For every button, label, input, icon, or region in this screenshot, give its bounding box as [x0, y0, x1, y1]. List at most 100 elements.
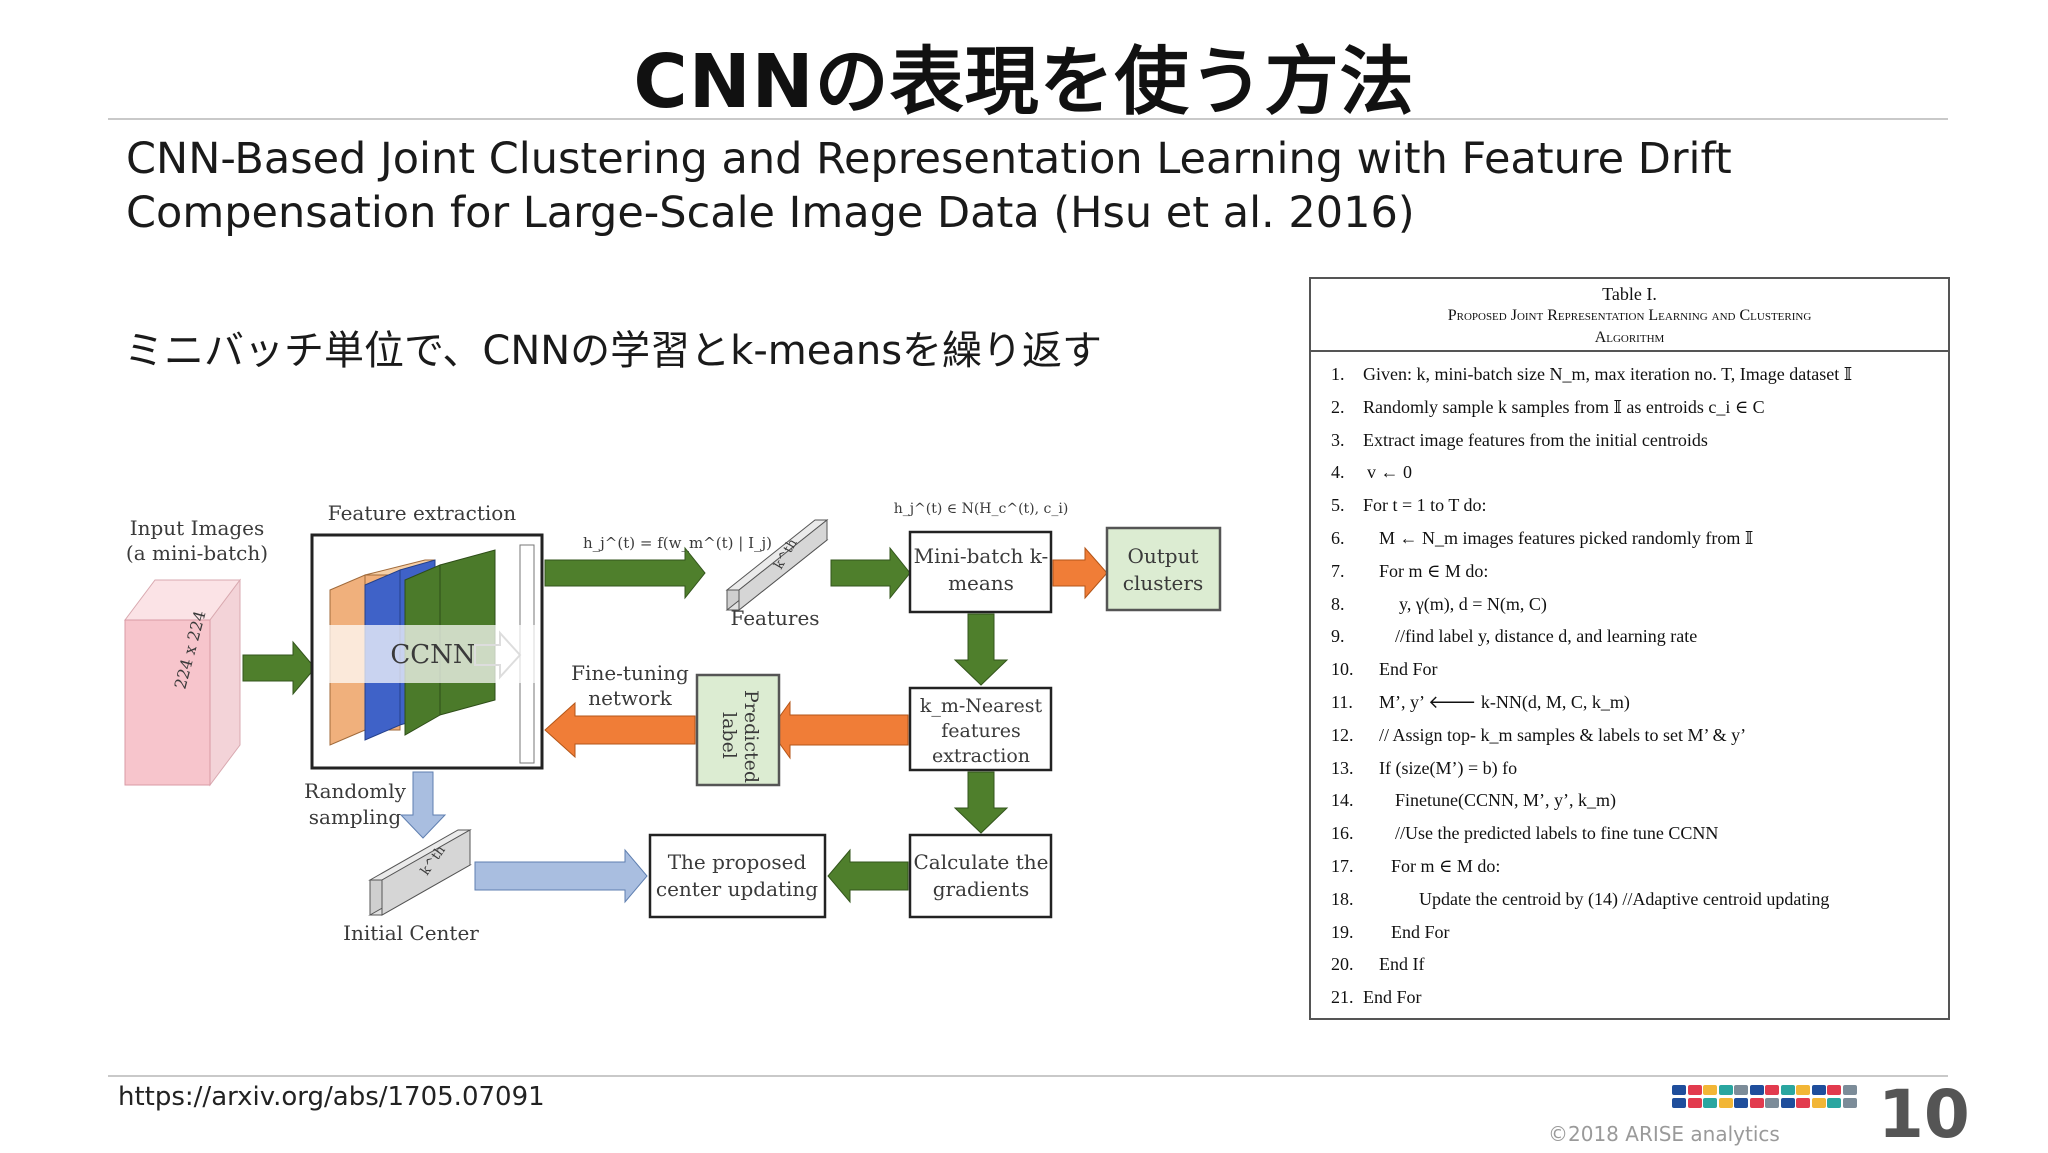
step-number: 14. [1331, 790, 1354, 811]
arrow-gradients-to-proposed [827, 848, 909, 904]
step-text: For t = 1 to T do: [1363, 495, 1487, 516]
logo-tile [1842, 1098, 1857, 1108]
step-number: 1. [1331, 364, 1345, 384]
arrow-ccnn-to-features [544, 546, 706, 600]
title-divider [108, 118, 1948, 120]
logo-tile [1718, 1098, 1733, 1108]
source-url[interactable]: https://arxiv.org/abs/1705.07091 [118, 1082, 545, 1112]
logo-tile [1703, 1085, 1717, 1095]
step-text: M’, y’ 🡐 k-NN(d, M, C, k_m) [1379, 691, 1630, 712]
knn-label-1: k_m-Nearest [920, 695, 1043, 717]
output-clusters-label-1: Output [1127, 544, 1198, 568]
arrow-input-to-ccnn [242, 640, 316, 696]
ccnn-label: CCNN [390, 640, 475, 670]
step-number: 18. [1331, 888, 1354, 909]
logo-tile [1703, 1098, 1717, 1108]
algorithm-step: 11. M’, y’ 🡐 k-NN(d, M, C, k_m) [1311, 686, 1948, 719]
algorithm-step: 14.Finetune(CCNN, M’, y’, k_m) [1311, 784, 1948, 817]
logo-tile [1780, 1085, 1795, 1095]
algorithm-step: 16.//Use the predicted labels to fine tu… [1311, 817, 1948, 850]
step-text: Extract image features from the initial … [1363, 429, 1708, 450]
gradients-box [908, 833, 1053, 919]
step-text: For m ∈ M do: [1379, 560, 1489, 581]
random-sampling-label-2: sampling [309, 805, 402, 829]
logo-tile [1718, 1085, 1733, 1095]
step-number: 11. [1331, 691, 1353, 712]
algorithm-step: 20. End If [1311, 948, 1948, 981]
minibatch-kmeans-box [908, 530, 1053, 614]
step-text: M ← N_m images features picked randomly … [1379, 527, 1754, 548]
random-sampling-label-1: Randomly [304, 779, 407, 803]
pipeline-diagram: Input Images (a mini-batch) 224 x 224 Fe… [124, 501, 1222, 945]
algorithm-step: 4.v ← 0 [1311, 456, 1948, 489]
output-clusters-box [1105, 526, 1222, 612]
step-text: Randomly sample k samples from 𝕀 as entr… [1363, 396, 1765, 417]
algorithm-header: Table I. Proposed Joint Representation L… [1311, 279, 1948, 352]
algorithm-step: 1. Given: k, mini-batch size N_m, max ite… [1311, 358, 1948, 391]
proposed-center-box [648, 833, 827, 919]
step-text: Given: k, mini-batch size N_m, max itera… [1363, 364, 1853, 384]
step-number: 13. [1331, 757, 1354, 778]
minibatch-kmeans-label-2: means [948, 571, 1014, 595]
logo-tile [1687, 1098, 1702, 1108]
logo-tile [1672, 1098, 1686, 1108]
logo-tile [1780, 1098, 1795, 1108]
predicted-label-box [695, 673, 781, 787]
arrow-initial-to-proposed [474, 848, 648, 904]
logo-tile [1749, 1098, 1764, 1108]
algorithm-step: 8.y, γ(m), d = N(m, C) [1311, 588, 1948, 621]
footer-divider [108, 1075, 1948, 1077]
step-number: 19. [1331, 921, 1354, 942]
algorithm-step: 21. End For [1311, 981, 1948, 1014]
arrow-kmeans-to-output [1052, 546, 1108, 600]
logo-tile [1811, 1085, 1826, 1095]
algorithm-title-line2: Algorithm [1594, 329, 1665, 346]
knn-label-2: features [941, 720, 1021, 742]
logo-tile [1827, 1085, 1841, 1095]
step-number: 12. [1331, 724, 1354, 745]
algorithm-step: 5. For t = 1 to T do: [1311, 489, 1948, 522]
step-number: 20. [1331, 954, 1354, 975]
step-number: 16. [1331, 823, 1354, 844]
arrow-features-to-kmeans [830, 546, 911, 600]
step-text: Update the centroid by (14) //Adaptive c… [1419, 888, 1830, 909]
proposed-label-1: The proposed [668, 850, 807, 874]
knn-extraction-box [908, 686, 1053, 772]
algorithm-step: 2.Randomly sample k samples from 𝕀 as en… [1311, 391, 1948, 424]
algorithm-table-number: Table I. [1602, 284, 1657, 304]
step-number: 9. [1331, 626, 1345, 647]
step-number: 17. [1331, 855, 1354, 876]
arrow-kmeans-to-knn [953, 613, 1009, 686]
logo-tile [1687, 1085, 1702, 1095]
step-text: y, γ(m), d = N(m, C) [1399, 593, 1547, 614]
features-label: Features [730, 606, 819, 630]
logo-tile [1796, 1098, 1810, 1108]
step-number: 10. [1331, 659, 1354, 680]
input-image-stack: 224 x 224 [124, 578, 241, 787]
logo-tile [1842, 1085, 1857, 1095]
step-text: End For [1363, 987, 1422, 1008]
algorithm-table: Table I. Proposed Joint Representation L… [1309, 277, 1950, 1020]
algorithm-step: 7.For m ∈ M do: [1311, 555, 1948, 588]
h-formula: h_j^(t) = f(w_m^(t) | I_j) [583, 534, 772, 552]
minibatch-kmeans-label-1: Mini-batch k- [914, 544, 1049, 568]
step-text: End If [1379, 954, 1425, 975]
step-text: v ← 0 [1367, 462, 1412, 483]
algorithm-title: Proposed Joint Representation Learning a… [1447, 307, 1812, 324]
step-text: // Assign top- k_m samples & labels to s… [1379, 724, 1747, 745]
algorithm-step: 9.//find label y, distance d, and learni… [1311, 620, 1948, 653]
algorithm-steps: 1. Given: k, mini-batch size N_m, max ite… [1311, 352, 1948, 1014]
slide-subtitle: ミニバッチ単位で、CNNの学習とk-meansを繰り返す [124, 328, 1103, 374]
step-text: For m ∈ M do: [1391, 855, 1501, 876]
step-number: 5. [1331, 495, 1345, 516]
feature-extraction-label: Feature extraction [328, 501, 517, 525]
arrow-sampling-down [399, 771, 447, 839]
arrow-knn-to-gradients [953, 771, 1009, 834]
slide-title: CNNの表現を使う方法 [633, 39, 1415, 125]
initial-center-label: Initial Center [343, 921, 479, 945]
logo-tile [1827, 1098, 1841, 1108]
step-number: 21. [1331, 987, 1354, 1008]
algorithm-step: 10.End For [1311, 653, 1948, 686]
algorithm-step: 13.If (size(M’) = b) fo [1311, 752, 1948, 785]
gradients-label-1: Calculate the [913, 850, 1048, 874]
